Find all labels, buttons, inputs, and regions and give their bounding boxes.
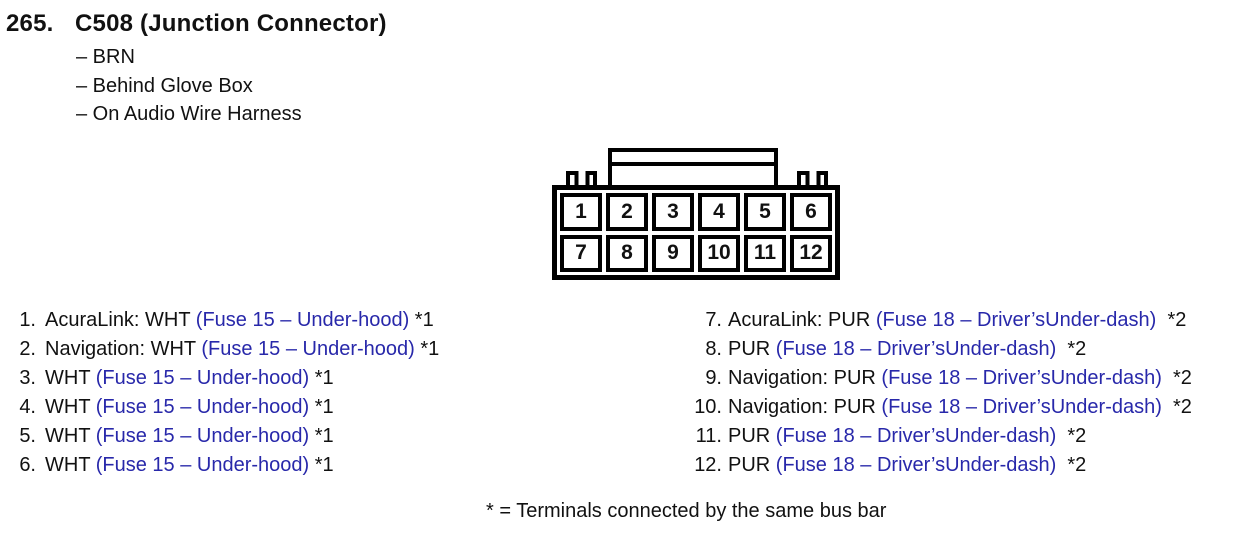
pin-number: 11. bbox=[695, 425, 722, 447]
pin-number: 3. bbox=[19, 367, 36, 389]
pin-description: WHT bbox=[45, 396, 96, 418]
connector-bump-right bbox=[797, 171, 828, 189]
pin-number: 7. bbox=[705, 309, 722, 331]
fuse-reference-link[interactable]: (Fuse 18 – Driver’sUnder-dash) bbox=[775, 454, 1057, 476]
connector-pin-cell: 3 bbox=[652, 193, 694, 231]
pin-number: 9. bbox=[705, 367, 722, 389]
latch-tab-line bbox=[612, 162, 774, 166]
pin-note: *1 bbox=[309, 367, 334, 389]
pin-row: 5. WHT (Fuse 15 – Under-hood) *1 bbox=[10, 422, 439, 451]
fuse-reference-link[interactable]: (Fuse 15 – Under-hood) bbox=[95, 396, 310, 418]
pin-description: AcuraLink: PUR bbox=[728, 309, 876, 331]
connector-pin-cell: 4 bbox=[698, 193, 740, 231]
pin-note: *1 bbox=[414, 338, 440, 360]
pin-row: 7. AcuraLink: PUR (Fuse 18 – Driver’sUnde… bbox=[694, 306, 1192, 335]
page-title: C508 (Junction Connector) bbox=[75, 10, 387, 37]
pin-row: 3. WHT (Fuse 15 – Under-hood) *1 bbox=[10, 364, 439, 393]
fuse-reference-link[interactable]: (Fuse 18 – Driver’sUnder-dash) bbox=[775, 338, 1057, 360]
section-number: 265. bbox=[6, 10, 54, 37]
pin-description: WHT bbox=[45, 454, 96, 476]
fuse-reference-link[interactable]: (Fuse 18 – Driver’sUnder-dash) bbox=[881, 367, 1162, 389]
pin-number: 1. bbox=[19, 309, 36, 331]
fuse-reference-link[interactable]: (Fuse 15 – Under-hood) bbox=[195, 309, 410, 331]
pin-description: AcuraLink: WHT bbox=[45, 309, 196, 331]
pin-row: 6. WHT (Fuse 15 – Under-hood) *1 bbox=[10, 451, 439, 480]
pin-note: *2 bbox=[1056, 425, 1087, 447]
pin-note: *1 bbox=[309, 454, 334, 476]
pin-note: *1 bbox=[309, 425, 334, 447]
pin-row: 8. PUR (Fuse 18 – Driver’sUnder-dash) *2 bbox=[694, 335, 1192, 364]
pin-number: 5. bbox=[19, 425, 36, 447]
pin-number: 12. bbox=[694, 454, 722, 476]
fuse-reference-link[interactable]: (Fuse 15 – Under-hood) bbox=[95, 425, 310, 447]
pin-row: 1.AcuraLink: WHT (Fuse 15 – Under-hood) … bbox=[10, 306, 439, 335]
fuse-reference-link[interactable]: (Fuse 15 – Under-hood) bbox=[95, 454, 310, 476]
connector-bump-left bbox=[566, 171, 597, 189]
connector-pin-cell: 2 bbox=[606, 193, 648, 231]
fuse-reference-link[interactable]: (Fuse 18 – Driver’sUnder-dash) bbox=[875, 309, 1157, 331]
connector-pin-cell: 12 bbox=[790, 234, 832, 272]
connector-pin-cell: 6 bbox=[790, 193, 832, 231]
detail-color: – BRN bbox=[76, 46, 135, 68]
pin-number: 8. bbox=[705, 338, 722, 360]
pin-row: 11. PUR (Fuse 18 – Driver’sUnder-dash) *2 bbox=[694, 422, 1192, 451]
detail-location: – Behind Glove Box bbox=[76, 74, 253, 97]
pin-note: *1 bbox=[309, 396, 334, 418]
connector-pin-cell: 8 bbox=[606, 234, 648, 272]
connector-pin-cell: 1 bbox=[560, 193, 602, 231]
fuse-reference-link[interactable]: (Fuse 15 – Under-hood) bbox=[201, 338, 415, 360]
fuse-reference-link[interactable]: (Fuse 18 – Driver’sUnder-dash) bbox=[881, 396, 1162, 418]
bus-bar-footnote: * = Terminals connected by the same bus … bbox=[486, 500, 887, 522]
fuse-reference-link[interactable]: (Fuse 15 – Under-hood) bbox=[95, 367, 310, 389]
pin-note: *1 bbox=[409, 309, 434, 331]
pin-note: *2 bbox=[1161, 396, 1192, 418]
pin-row: 4. WHT (Fuse 15 – Under-hood) *1 bbox=[10, 393, 439, 422]
pin-note: *2 bbox=[1056, 338, 1087, 360]
pin-list-left: 1.AcuraLink: WHT (Fuse 15 – Under-hood) … bbox=[10, 306, 439, 480]
pin-description: PUR bbox=[728, 338, 776, 360]
pin-description: WHT bbox=[45, 367, 96, 389]
connector-pin-cell: 7 bbox=[560, 234, 602, 272]
bump-notch bbox=[574, 171, 589, 189]
fuse-reference-link[interactable]: (Fuse 18 – Driver’sUnder-dash) bbox=[775, 425, 1057, 447]
connector-body: 1 2 3 4 5 6 7 8 9 10 11 12 bbox=[552, 185, 840, 280]
pin-row: 10. Navigation: PUR (Fuse 18 – Driver’sUn… bbox=[694, 393, 1192, 422]
pin-number: 4. bbox=[19, 396, 36, 418]
pin-description: Navigation: WHT bbox=[45, 338, 202, 360]
connector-diagram: 1 2 3 4 5 6 7 8 9 10 11 12 bbox=[552, 148, 840, 280]
connector-latch-tab bbox=[608, 148, 778, 185]
connector-pin-cell: 9 bbox=[652, 234, 694, 272]
pin-description: PUR bbox=[728, 425, 776, 447]
pin-description: Navigation: PUR bbox=[728, 367, 882, 389]
pin-row: 2. Navigation: WHT (Fuse 15 – Under-hood)… bbox=[10, 335, 439, 364]
pin-row: 12. PUR (Fuse 18 – Driver’sUnder-dash) *2 bbox=[694, 451, 1192, 480]
connector-details: – BRN – Behind Glove Box – On Audio Wire… bbox=[76, 43, 302, 129]
pin-description: PUR bbox=[728, 454, 776, 476]
bump-notch bbox=[805, 171, 820, 189]
pin-description: WHT bbox=[45, 425, 96, 447]
pin-note: *2 bbox=[1161, 367, 1192, 389]
detail-harness: – On Audio Wire Harness bbox=[76, 103, 302, 125]
pin-list-right: 7. AcuraLink: PUR (Fuse 18 – Driver’sUnde… bbox=[694, 306, 1192, 480]
connector-pin-cell: 11 bbox=[744, 234, 786, 272]
pin-description: Navigation: PUR bbox=[728, 396, 882, 418]
pin-number: 2. bbox=[19, 338, 36, 360]
pin-number: 10. bbox=[694, 396, 722, 418]
connector-pin-cell: 5 bbox=[744, 193, 786, 231]
connector-pin-cell: 10 bbox=[698, 234, 740, 272]
pin-note: *2 bbox=[1156, 309, 1187, 331]
pin-row: 9. Navigation: PUR (Fuse 18 – Driver’sUnd… bbox=[694, 364, 1192, 393]
pin-number: 6. bbox=[19, 454, 36, 476]
pin-note: *2 bbox=[1056, 454, 1087, 476]
